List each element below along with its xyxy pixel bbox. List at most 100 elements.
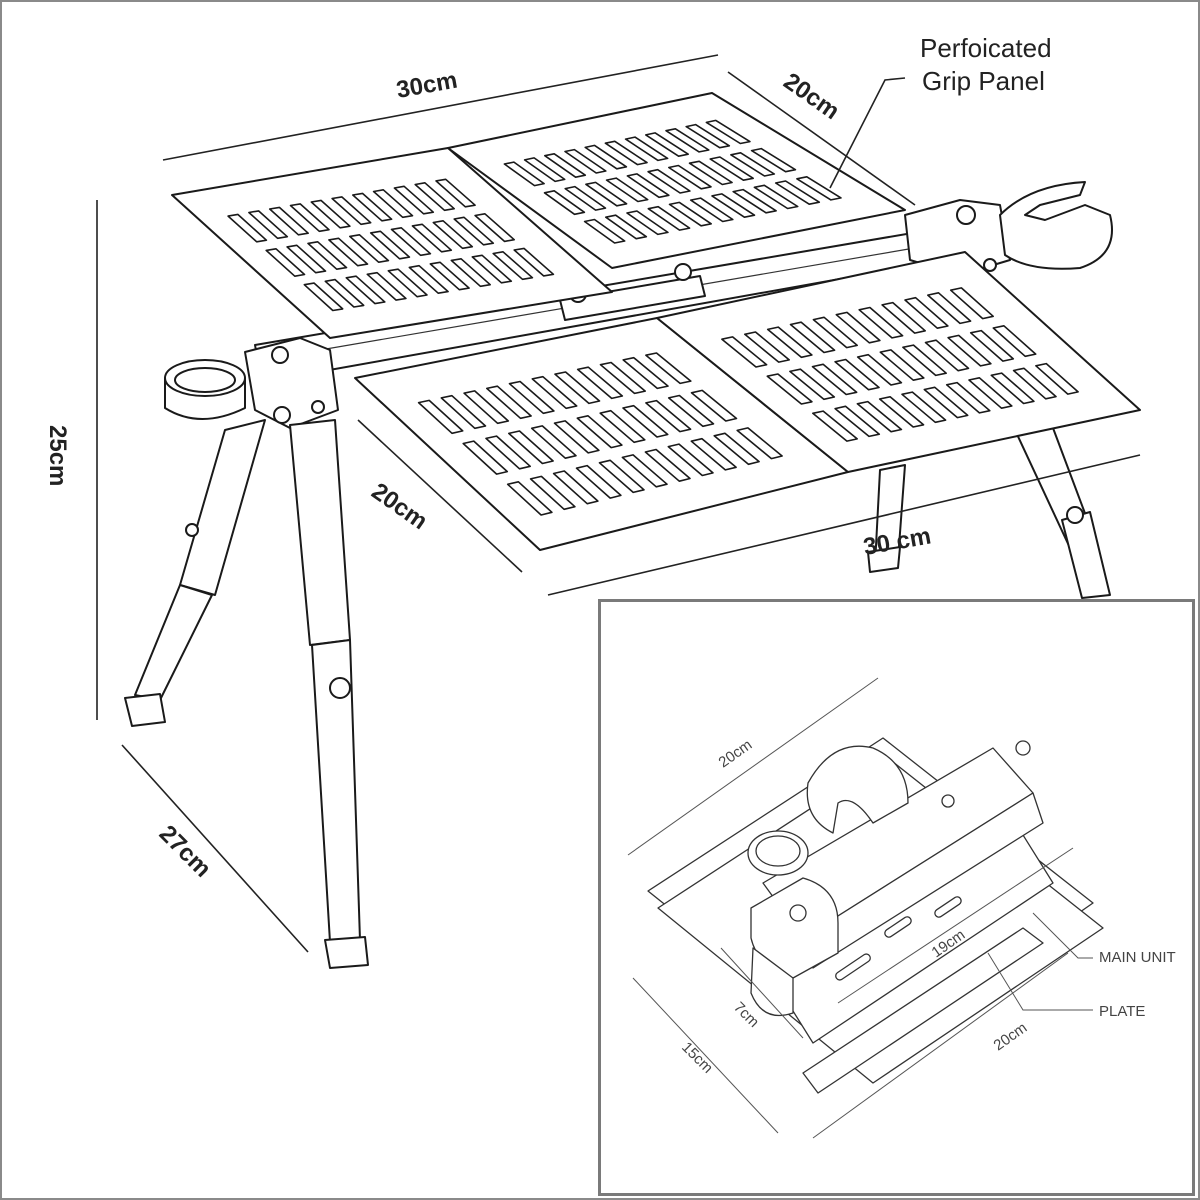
slot [429,261,470,291]
slot [414,182,456,212]
slot [531,375,578,410]
slot [705,119,751,145]
slot [834,358,880,391]
slot [667,394,715,428]
clamp-jaw [904,181,1113,276]
slot [835,311,881,344]
slot [348,234,390,264]
slot [576,414,623,449]
slot [485,385,532,420]
slot [530,425,577,460]
slot [750,147,797,173]
slot [605,177,649,203]
slot [811,363,858,396]
slot [879,349,925,382]
slot [552,470,599,505]
slot [949,287,995,320]
slot [644,448,691,483]
main-unit [747,740,1044,1017]
inset-dimension-depth: 15cm [678,1039,716,1077]
slot [508,380,555,415]
slot [543,153,587,178]
dimension-front-length: 30 cm [861,523,933,561]
slot [713,432,760,466]
dimension-lines [96,54,1141,953]
dimension-top-depth: 20cm [779,68,845,125]
slot [647,205,691,231]
slot [1035,362,1079,395]
slot [471,254,513,284]
slot [366,271,407,301]
slot [604,140,648,166]
slot [523,157,566,183]
slot [789,368,836,401]
slot [904,296,949,330]
slot [709,156,755,181]
slot [554,371,601,405]
slot [462,440,509,475]
slot [435,178,476,208]
inset-dimension-lines [627,677,1093,1139]
slot [604,214,648,240]
slot [667,164,712,190]
back-legs [867,419,1111,599]
slot [789,321,836,354]
slot [324,278,365,308]
slot [529,475,576,511]
slot [645,352,692,385]
slot [227,213,268,243]
callout-perforated-grip-panel-line2: Grip Panel [922,66,1045,96]
slot [622,356,669,390]
inset-dimension-bottom-length: 20cm [991,1019,1031,1054]
slot [796,176,842,201]
slot [485,435,532,470]
perforated-slots [227,119,1079,516]
slot [411,223,453,253]
slot [968,376,1013,410]
slot [743,331,791,363]
slot [902,344,948,377]
slot [690,437,737,471]
slot [553,420,600,454]
dimension-height: 25cm [44,425,71,486]
slot [543,190,586,216]
slot [685,123,731,149]
slot [736,427,783,460]
slot [668,201,713,227]
slot [372,189,414,219]
slot [307,241,348,271]
slot [417,399,464,435]
slot [513,247,555,277]
slot [711,193,756,218]
slot [992,324,1037,358]
inset-dimension-top-length: 20cm [716,736,756,771]
slot [969,329,1015,362]
slot [834,405,881,438]
dimension-front-depth: 20cm [367,478,433,535]
slot [667,443,714,477]
slot [390,227,432,257]
slot [774,180,821,205]
slot [345,275,386,305]
slot [599,409,646,444]
slot [766,373,813,405]
slot [924,339,970,372]
slot [599,361,647,395]
slot [665,128,710,153]
slot [564,148,607,174]
slot [463,390,510,425]
front-legs [124,419,369,969]
slot [945,381,991,414]
slot [689,197,734,223]
slot [753,184,799,210]
slot [644,132,690,157]
slot [881,301,927,334]
slot [732,188,777,214]
slot [507,430,554,465]
inset-drawing: 20cm 19cm 7cm 15cm 20cm MAIN UNIT PLATE [627,677,1176,1139]
slot [492,251,534,281]
slot [626,173,670,199]
slot [248,210,289,240]
